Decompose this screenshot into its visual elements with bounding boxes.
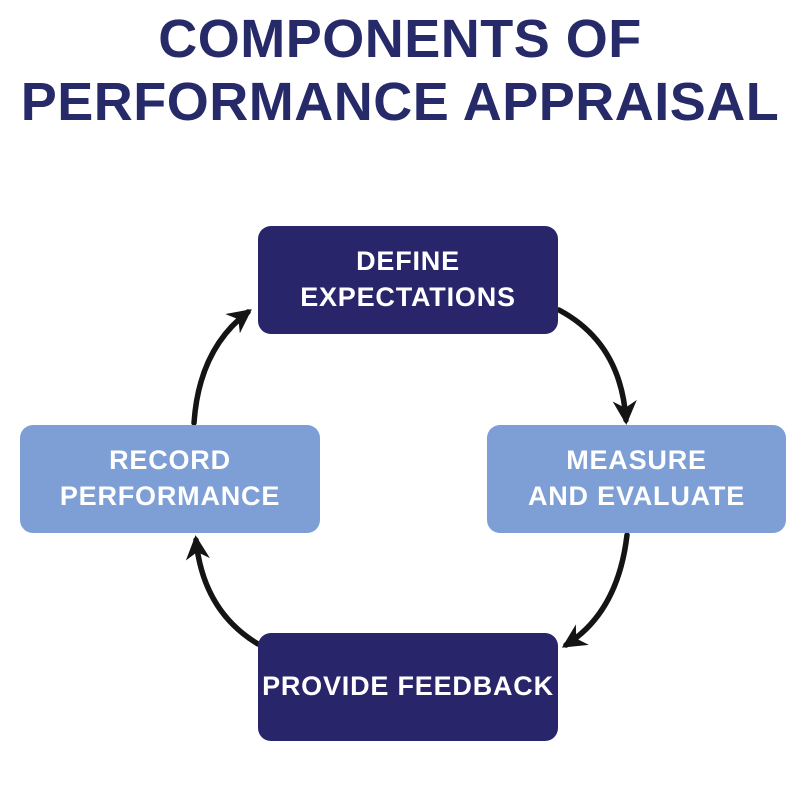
cycle-node-provide-feedback: PROVIDE FEEDBACK (258, 633, 558, 741)
node-label-line: PROVIDE FEEDBACK (262, 671, 554, 702)
cycle-node-measure-and-evaluate: MEASURE AND EVALUATE (487, 425, 786, 533)
node-label-line: RECORD (109, 445, 231, 476)
arrow-record-to-define-icon (191, 309, 252, 426)
arrow-define-to-measure-icon (556, 307, 637, 425)
node-label-line: MEASURE (566, 445, 707, 476)
cycle-node-record-performance: RECORD PERFORMANCE (20, 425, 320, 533)
node-label-line: DEFINE (356, 246, 460, 277)
arrow-provide-to-record-icon (185, 535, 261, 647)
page-title: COMPONENTS OF PERFORMANCE APPRAISAL (0, 8, 800, 134)
page-title-line-2: PERFORMANCE APPRAISAL (20, 72, 780, 133)
cycle-node-define-expectations: DEFINE EXPECTATIONS (258, 226, 558, 334)
page-title-line-1: COMPONENTS OF (158, 9, 642, 69)
node-label-line: EXPECTATIONS (300, 282, 516, 312)
node-label-line: PERFORMANCE (59, 481, 281, 511)
node-label-line: AND EVALUATE (527, 481, 746, 511)
arrow-measure-to-provide-icon (561, 532, 630, 648)
